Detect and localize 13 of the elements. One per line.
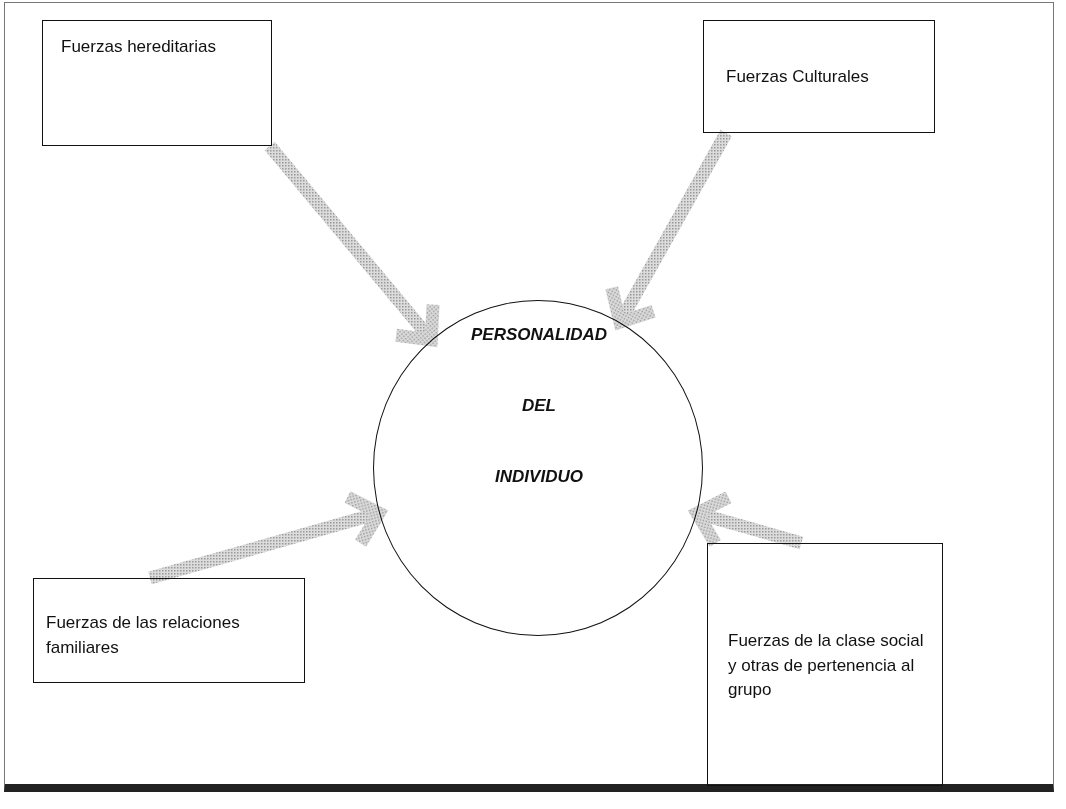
force-box — [707, 543, 943, 786]
box-label: Fuerzas de la clase social y otras de pertenencia al grupo — [728, 630, 924, 702]
force-box — [703, 20, 935, 133]
arrow — [605, 129, 732, 329]
force-box — [33, 578, 305, 683]
arrow — [690, 490, 804, 550]
arrow — [148, 490, 386, 585]
force-box — [42, 20, 272, 146]
box-label: Fuerzas de las relaciones familiares — [46, 612, 241, 659]
center-label: PERSONALIDAD DEL INDIVIDUO — [470, 324, 608, 488]
box-label: Fuerzas hereditarias — [61, 36, 217, 58]
arrow — [264, 141, 440, 347]
box-label: Fuerzas Culturales — [726, 66, 870, 88]
